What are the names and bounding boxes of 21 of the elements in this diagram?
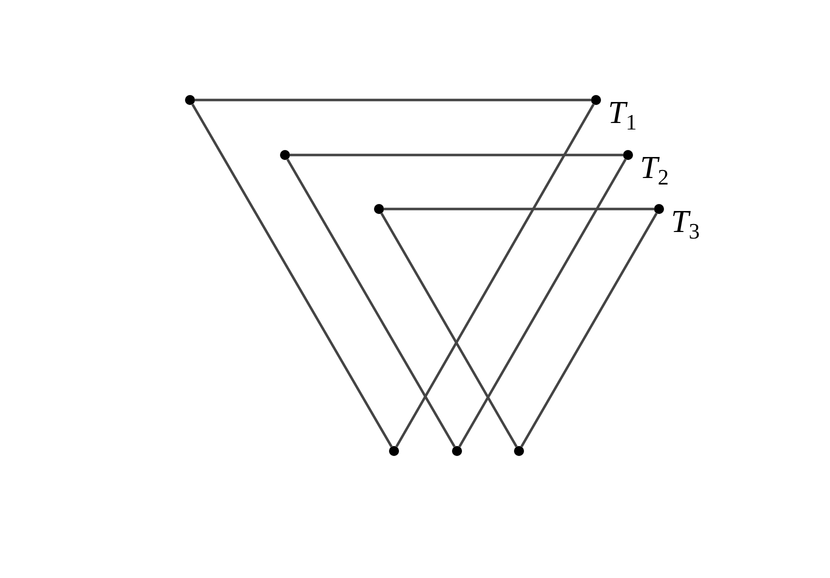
line-segment <box>286 158 456 448</box>
vertex-dot <box>280 150 290 160</box>
vertex-dot <box>389 446 399 456</box>
line-segment <box>458 158 627 448</box>
vertex-dot <box>514 446 524 456</box>
line-segment <box>380 212 518 448</box>
vertex-dot <box>623 150 633 160</box>
line-segment <box>395 104 595 448</box>
vertex-dot <box>591 95 601 105</box>
vertex-dot <box>654 204 664 214</box>
vertex-dot <box>374 204 384 214</box>
triangle-label: T$_{1}$ <box>608 96 637 134</box>
line-segment <box>520 212 658 448</box>
line-segment <box>384 208 654 210</box>
vertex-dot <box>185 95 195 105</box>
vertex-dot <box>452 446 462 456</box>
line-segment <box>290 154 623 156</box>
triangle-label: T$_{2}$ <box>640 151 669 189</box>
line-segment <box>191 104 393 448</box>
line-segment <box>195 98 591 102</box>
triangle-label: T$_{3}$ <box>671 205 700 243</box>
